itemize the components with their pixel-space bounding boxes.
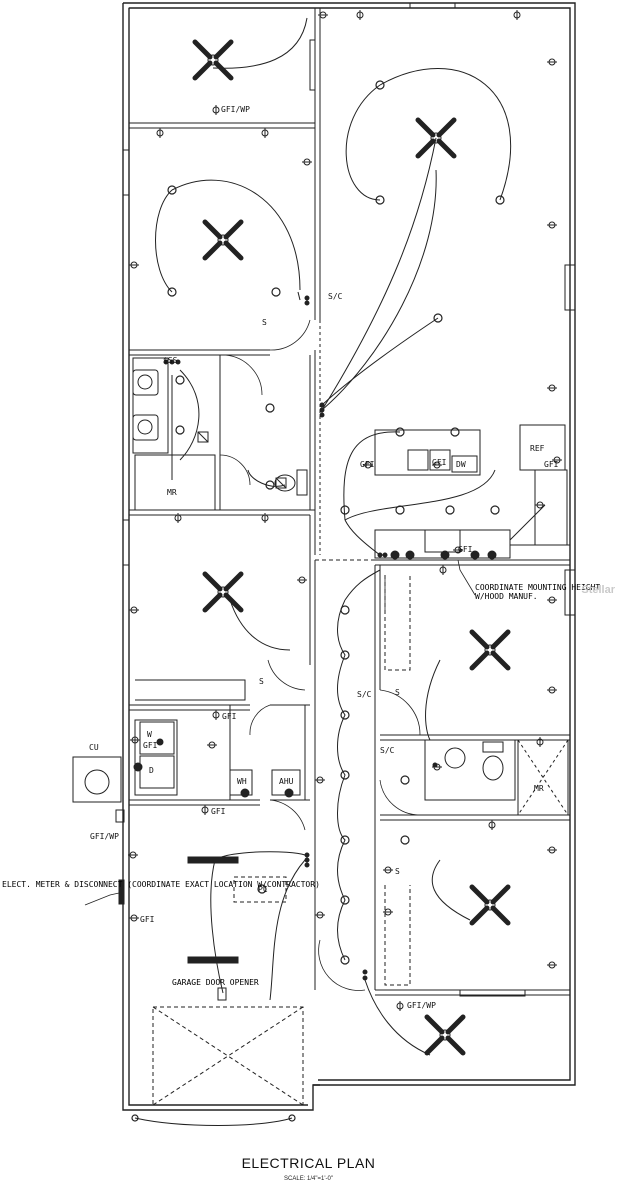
gfi-label: GFI (458, 545, 473, 554)
exterior-walls (122, 2, 576, 1111)
meter-disconnect (118, 879, 125, 905)
washer-label: W (147, 730, 152, 739)
dryer-label: D (149, 766, 154, 775)
gfi-label: GFI (544, 460, 559, 469)
door-swings (219, 319, 421, 991)
plan-scale: SCALE: 1/4"=1'-0" (284, 1176, 333, 1182)
pc-label: PC (258, 885, 268, 894)
watermark: Stellar (581, 584, 615, 596)
switch-label: S (259, 677, 264, 686)
leader-lines (84, 559, 476, 906)
circuit-wiring (134, 17, 546, 1126)
switch-label: S (395, 688, 400, 697)
gfi-label: GFI (140, 915, 155, 924)
gfi-wp-label: GFI/WP (407, 1001, 436, 1010)
gfi-label: GFI (222, 712, 237, 721)
gfi-label: GFI (432, 458, 447, 467)
mr-label: MR (167, 488, 177, 497)
counter-lights (390, 550, 497, 560)
sc-label: S/C (328, 292, 343, 301)
switch-label: S (262, 318, 267, 327)
meter-note: ELECT. METER & DISCONNECT (COORDINATE EX… (2, 880, 320, 889)
ceiling-fans (192, 39, 511, 1056)
hood-note: COORDINATE MOUNTING HEIGHT W/HOOD MANUF. (475, 583, 601, 601)
gfi-label: GFI (360, 460, 375, 469)
interior-walls (122, 2, 576, 1106)
sc-label: S/C (357, 690, 372, 699)
ss-label: $SS (163, 356, 178, 365)
cu-unit (72, 756, 122, 803)
dw-label: DW (456, 460, 466, 469)
sc-label: S/C (380, 746, 395, 755)
gfi-label: GFI (211, 807, 226, 816)
gfi-wp-label: GFI/WP (221, 105, 250, 114)
switches (163, 295, 438, 981)
gfi-wp-label: GFI/WP (90, 832, 119, 841)
garage-fixtures (115, 809, 287, 1001)
gfi-label: GFI (143, 741, 158, 750)
plumbing-fixtures (132, 369, 504, 798)
wh-label: WH (237, 777, 247, 786)
light-fixtures (131, 80, 505, 1122)
plan-title: ELECTRICAL PLAN (241, 1155, 376, 1171)
ref-label: REF (530, 444, 545, 453)
ahu-label: AHU (279, 777, 294, 786)
garage-door-opener-label: GARAGE DOOR OPENER (172, 978, 259, 987)
switch-label: S (395, 867, 400, 876)
cu-label: CU (89, 743, 99, 752)
mr-label: MR (534, 784, 544, 793)
